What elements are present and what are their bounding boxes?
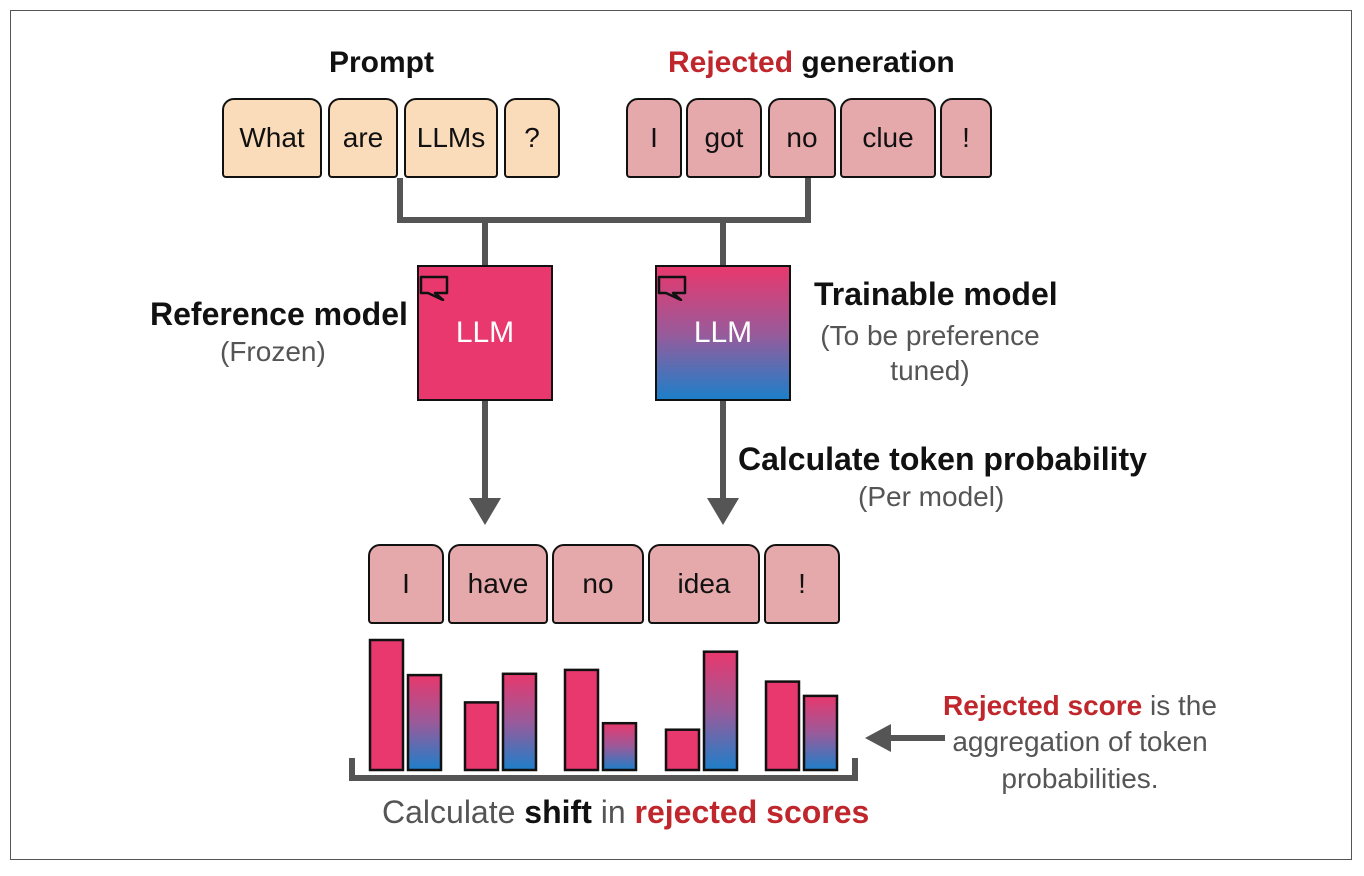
- chat-icon: [657, 275, 687, 301]
- trainable-bar-2: [601, 721, 638, 772]
- generation-token: clue: [840, 98, 936, 178]
- figure-frame: [10, 10, 1352, 860]
- caption-rejected-scores: rejected scores: [634, 794, 870, 830]
- score-bracket: [349, 758, 858, 781]
- probability-subtitle: (Per model): [858, 481, 1005, 512]
- note-line3: probabilities.: [1001, 762, 1159, 794]
- reference-model-title: Reference model: [150, 296, 408, 332]
- trainable-bar-1: [501, 672, 538, 772]
- trainable-bar-0: [406, 673, 443, 772]
- prompt-token: ?: [504, 98, 560, 178]
- trainable-llm-label: LLM: [693, 316, 753, 349]
- caption-shift: shift: [524, 794, 592, 830]
- generation-token: I: [626, 98, 682, 178]
- note-line2: aggregation of token: [952, 726, 1208, 758]
- reference-bar-3: [664, 728, 701, 772]
- trainable-arrow-head: [707, 498, 739, 525]
- reference-bar-0: [368, 638, 405, 772]
- prompt-token: LLMs: [404, 98, 498, 178]
- prompt-title: Prompt: [329, 46, 434, 79]
- note-arrow-head: [865, 724, 891, 752]
- reference-bar-4: [764, 680, 801, 772]
- rejected-score-note: Rejected score is the aggregation of tok…: [930, 688, 1230, 797]
- caption: Calculate shift in rejected scores: [382, 796, 869, 828]
- rejected-highlight: Rejected: [668, 46, 794, 79]
- trainable-subtitle-line1: (To be preference: [820, 320, 1040, 351]
- reference-llm-box: LLM: [417, 265, 553, 401]
- generation-word: generation: [801, 46, 955, 79]
- prompt-token: are: [328, 98, 398, 178]
- trainable-model-title: Trainable model: [814, 276, 1058, 312]
- prompt-token: What: [222, 98, 322, 178]
- reference-bar-2: [563, 668, 600, 772]
- caption-part1: Calculate: [382, 794, 516, 830]
- trainable-llm-box: LLM: [655, 265, 791, 401]
- note-line1: is the: [1150, 690, 1217, 721]
- output-token: have: [448, 544, 548, 624]
- caption-in: in: [600, 794, 626, 830]
- generation-token: got: [686, 98, 762, 178]
- reference-bar-1: [463, 701, 500, 772]
- reference-arrow-head: [469, 498, 501, 525]
- trainable-bar-4: [802, 694, 839, 772]
- probability-title: Calculate token probability: [738, 441, 1147, 477]
- note-highlight: Rejected score: [943, 690, 1143, 721]
- output-token: !: [764, 544, 840, 624]
- generation-token: no: [768, 98, 836, 178]
- output-token: I: [368, 544, 444, 624]
- rejected-generation-title: Rejected generation: [668, 48, 955, 78]
- output-token: idea: [648, 544, 760, 624]
- reference-model-subtitle: (Frozen): [220, 336, 326, 367]
- chat-icon: [419, 275, 449, 301]
- score-bars: [368, 638, 839, 772]
- output-token: no: [552, 544, 644, 624]
- trainable-bar-3: [702, 650, 739, 772]
- trainable-subtitle-line2: tuned): [890, 355, 970, 386]
- reference-llm-label: LLM: [455, 316, 515, 349]
- trainable-model-subtitle: (To be preference tuned): [810, 318, 1050, 388]
- generation-token: !: [940, 98, 992, 178]
